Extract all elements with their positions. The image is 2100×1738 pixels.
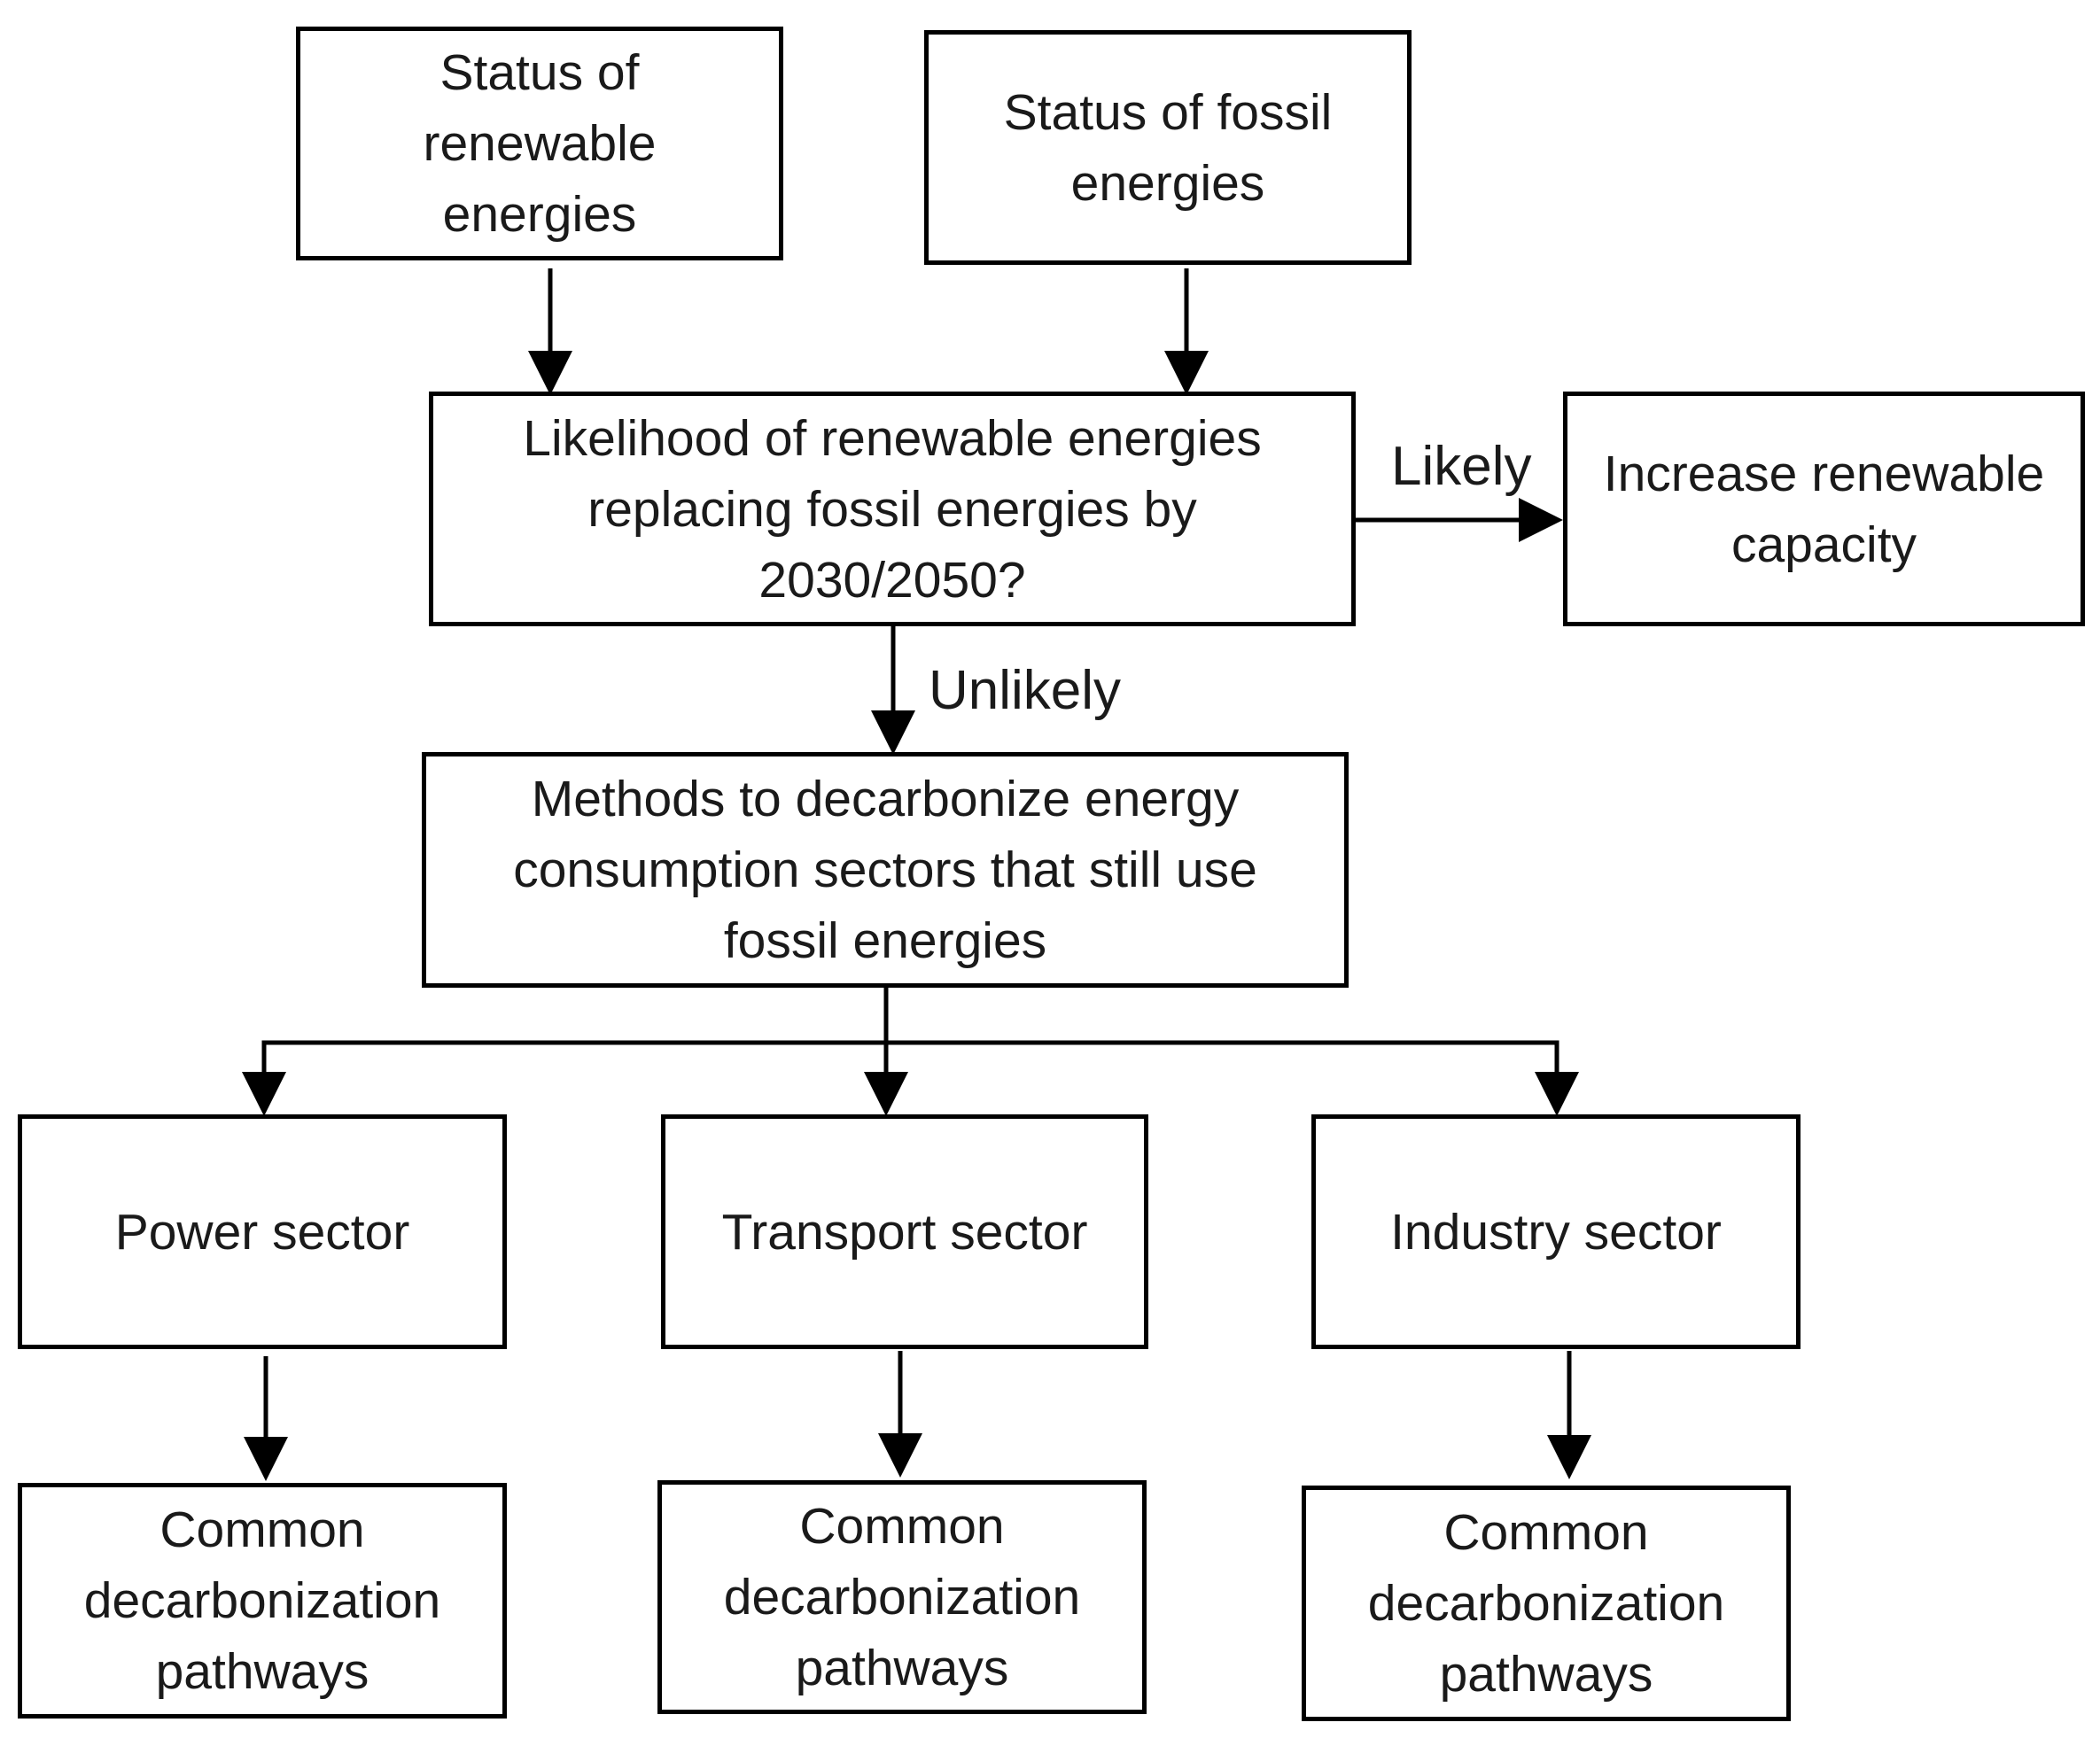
pathways-industry-label: Common decarbonization pathways (1367, 1504, 1725, 1703)
transport-sector-label: Transport sector (721, 1203, 1088, 1261)
methods-box: Methods to decarbonize energy consumptio… (422, 752, 1349, 988)
status-renewable-box: Status of renewable energies (296, 27, 783, 260)
pathways-transport-label: Common decarbonization pathways (723, 1498, 1081, 1696)
pathways-power-label: Common decarbonization pathways (83, 1501, 441, 1700)
status-fossil-label: Status of fossil energies (1003, 83, 1333, 212)
pathways-transport-box: Common decarbonization pathways (657, 1480, 1147, 1714)
increase-capacity-label: Increase renewable capacity (1603, 445, 2045, 573)
increase-capacity-box: Increase renewable capacity (1563, 392, 2085, 626)
power-sector-label: Power sector (114, 1203, 410, 1261)
power-sector-box: Power sector (18, 1114, 507, 1349)
likelihood-box: Likelihood of renewable energies replaci… (429, 392, 1356, 626)
branch-bar (261, 1040, 1559, 1112)
status-renewable-label: Status of renewable energies (423, 44, 657, 243)
likelihood-label: Likelihood of renewable energies replaci… (523, 409, 1262, 609)
transport-sector-box: Transport sector (661, 1114, 1148, 1349)
industry-sector-box: Industry sector (1311, 1114, 1801, 1349)
edge-label-unlikely: Unlikely (929, 660, 1122, 721)
pathways-industry-box: Common decarbonization pathways (1302, 1486, 1791, 1721)
status-fossil-box: Status of fossil energies (924, 30, 1412, 265)
methods-label: Methods to decarbonize energy consumptio… (513, 771, 1257, 969)
pathways-power-box: Common decarbonization pathways (18, 1483, 507, 1719)
industry-sector-label: Industry sector (1390, 1203, 1722, 1261)
edge-label-likely: Likely (1391, 436, 1532, 497)
